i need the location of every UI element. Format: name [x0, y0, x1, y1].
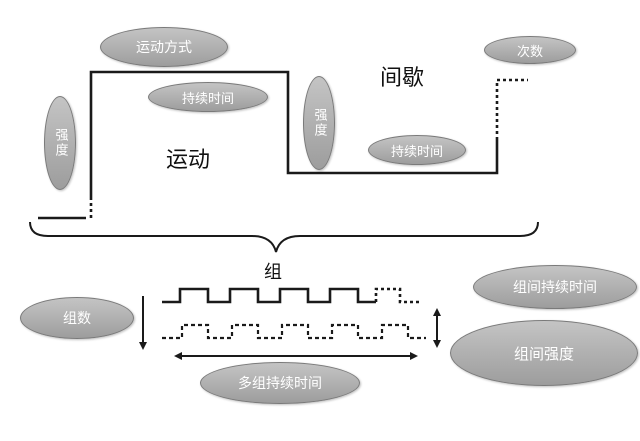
intensity-label-1: 强度	[52, 128, 68, 158]
multi-set-duration-label: 多组持续时间	[238, 376, 322, 392]
solid-wave-dotted-tail	[374, 287, 422, 304]
repetitions-label: 次数	[516, 44, 543, 60]
set-label: 组	[264, 262, 282, 283]
interset-intensity-label: 组间强度	[513, 344, 574, 363]
interset-duration-label: 组间持续时间	[513, 280, 597, 296]
set-brace	[29, 221, 539, 253]
duration-oval-2: 持续时间	[368, 135, 466, 165]
intensity-label-2: 强度	[311, 108, 327, 138]
intensity-oval-1: 强度	[44, 96, 76, 190]
interset-duration-oval: 组间持续时间	[473, 265, 637, 309]
exercise-label: 运动	[166, 148, 211, 173]
dotted-square-wave	[162, 323, 426, 340]
work-phase-line	[89, 70, 499, 200]
multi-set-duration-oval: 多组持续时间	[200, 362, 360, 404]
duration-label-2: 持续时间	[390, 144, 443, 160]
duration-label-1: 持续时间	[181, 91, 234, 107]
repetitions-oval: 次数	[484, 36, 576, 64]
solid-square-wave	[162, 287, 376, 304]
rest-label: 间歇	[380, 66, 425, 91]
interset-intensity-oval: 组间强度	[450, 320, 638, 386]
set-count-oval: 组数	[20, 297, 134, 339]
work-rest-waveform	[38, 70, 528, 220]
exercise-mode-oval: 运动方式	[100, 27, 228, 67]
duration-oval-1: 持续时间	[148, 82, 268, 112]
intensity-oval-2: 强度	[303, 76, 335, 170]
exercise-mode-label: 运动方式	[136, 40, 192, 56]
set-count-label: 组数	[63, 311, 91, 327]
